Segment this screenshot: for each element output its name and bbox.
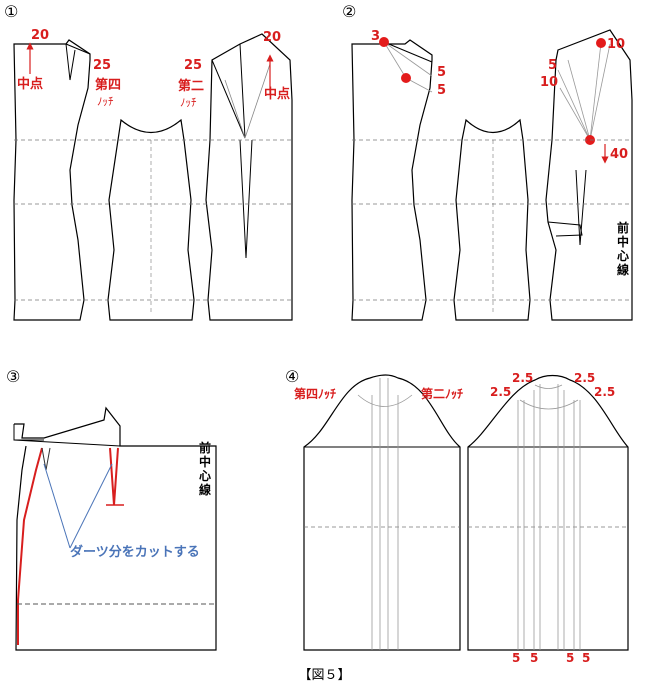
p1-label-midpoint-left: 中点 <box>17 76 43 92</box>
p1-label-20-right: 20 <box>263 30 281 45</box>
p4-bottom-label-3: 5 <box>566 651 574 665</box>
p3-cfl-char-4: 線 <box>199 482 211 497</box>
p2-label-5-c: 5 <box>548 58 557 73</box>
p4-top-label-3: 2.5 <box>574 371 595 385</box>
p2-front-slash-3 <box>557 69 591 141</box>
p1-label-notch2-b: ﾉｯﾁ <box>180 96 197 109</box>
p2-front-slash-2 <box>589 43 611 141</box>
p2-back-pivot-mid <box>401 73 411 83</box>
p3-cfl-char-3: 心 <box>199 469 211 483</box>
p1-label-25-right: 25 <box>184 58 202 73</box>
p4-label-notch4: 第四ﾉｯﾁ <box>294 386 336 401</box>
p3-center-front-line-label: 前 中 心 線 <box>199 440 211 497</box>
p4-top-label-4: 2.5 <box>594 385 615 399</box>
p3-dart-left <box>41 447 51 471</box>
p2-side-panel-outline <box>453 118 531 321</box>
p2-label-10-mid: 10 <box>540 75 558 90</box>
p4-left-sleeve-outline <box>303 374 461 651</box>
p4-top-label-2: 2.5 <box>490 385 511 399</box>
p4-right-sleeve-outline <box>467 374 629 651</box>
p2-front-slash-5 <box>567 59 591 141</box>
p2-label-5-b: 5 <box>437 83 446 98</box>
p4-bottom-label-2: 5 <box>530 651 538 665</box>
front-waist-dart <box>239 139 253 259</box>
p2-front-dart-step <box>547 221 583 237</box>
p3-cfl-char-2: 中 <box>199 454 211 469</box>
p1-label-notch4-b: ﾉｯﾁ <box>97 95 114 108</box>
panel-1-number: ① <box>4 2 18 21</box>
panel-2-number: ② <box>342 2 356 21</box>
p4-top-label-1: 2.5 <box>512 371 533 385</box>
back-shoulder-fold <box>65 43 91 55</box>
front-bodice-outline <box>205 33 293 321</box>
p3-dart-right-red <box>109 447 119 506</box>
panel-4-number: ④ <box>285 367 299 386</box>
back-bodice-outline <box>13 39 91 321</box>
panel-4: ④ 第四ﾉｯﾁ 第二ﾉｯﾁ 2.5 2.5 2.5 2.5 5 5 5 <box>285 367 629 665</box>
panel-3: ③ ダーツ分をカットする 前 中 心 線 <box>6 367 217 651</box>
p2-cfl-char-2: 中 <box>617 234 629 249</box>
p2-front-slash-1 <box>589 42 602 141</box>
p2-back-slash-c <box>383 41 407 79</box>
p4-bottom-label-4: 5 <box>582 651 590 665</box>
p3-cut-darts-label: ダーツ分をカットする <box>70 544 200 560</box>
p3-yoke-seam <box>13 439 121 447</box>
p1-label-notch4-a: 第四 <box>95 77 121 93</box>
p3-cfl-char-1: 前 <box>199 440 211 455</box>
p1-label-midpoint-right: 中点 <box>264 86 290 102</box>
p2-back-bodice-outline <box>351 39 433 321</box>
p2-back-slash-a <box>383 41 433 77</box>
p1-label-notch2-a: 第二 <box>178 78 204 94</box>
p3-bodice-outline <box>14 406 217 651</box>
panel-1: ① 20 25 中点 第四 ﾉｯﾁ 20 25 第二 ﾉｯﾁ 中点 <box>4 2 293 321</box>
p2-center-front-line-label: 前 中 心 線 <box>617 220 629 277</box>
p3-pointer-right <box>69 463 113 549</box>
p4-right-cap-guide <box>519 399 579 410</box>
p2-cfl-char-3: 心 <box>617 249 629 263</box>
p4-left-cap-guide <box>357 394 413 407</box>
p4-right-cap-guide-2 <box>534 384 563 389</box>
p2-front-slash-4 <box>559 87 591 141</box>
side-panel-outline <box>107 118 195 321</box>
panel-3-number: ③ <box>6 367 20 386</box>
p2-label-40: 40 <box>610 147 628 162</box>
p2-front-pivot-top <box>596 38 606 48</box>
p2-label-5-a: 5 <box>437 65 446 80</box>
panel-2: ② 3 5 5 10 5 10 40 <box>342 2 633 321</box>
p3-pointer-left <box>43 463 71 549</box>
p3-side-seam-red <box>17 447 43 645</box>
front-dart-guide-b <box>224 79 246 139</box>
figure-caption: 【図５】 <box>298 668 351 683</box>
p2-front-waist-dart <box>575 169 587 246</box>
back-shoulder-dart <box>65 43 76 81</box>
p2-label-3: 3 <box>371 29 380 44</box>
p1-label-20-left: 20 <box>31 28 49 43</box>
p4-bottom-label-1: 5 <box>512 651 520 665</box>
p2-cfl-char-4: 線 <box>617 262 629 277</box>
p4-label-notch2: 第二ﾉｯﾁ <box>421 386 463 401</box>
p2-cfl-char-1: 前 <box>617 220 629 235</box>
front-dart-guide-a <box>244 63 271 139</box>
p2-label-10-top: 10 <box>607 37 625 52</box>
p1-label-25-left: 25 <box>93 58 111 73</box>
p2-back-pivot-top <box>379 37 389 47</box>
p2-back-shoulder <box>383 41 433 63</box>
